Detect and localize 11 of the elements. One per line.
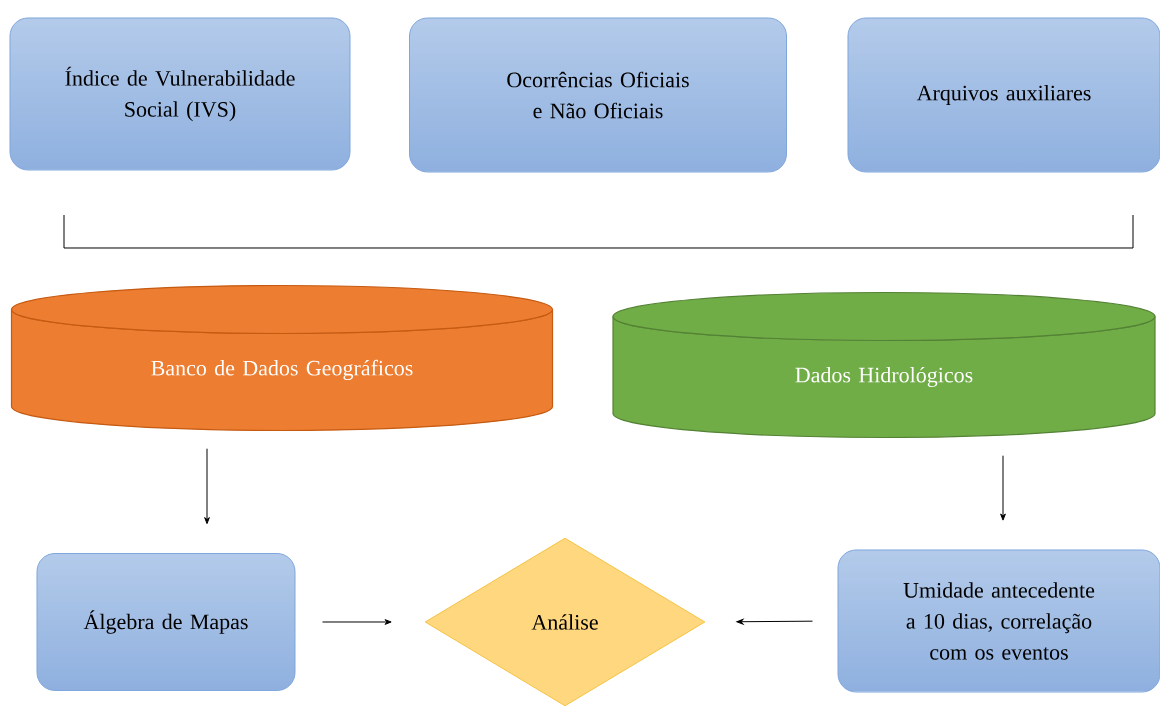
database-cylinder: Dados Hidrológicos: [612, 291, 1156, 439]
arrow: [204, 448, 210, 525]
process-box: Índice de Vulnerabilidade Social (IVS): [9, 17, 351, 171]
process-box: Ocorrências Oficiais e Não Oficiais: [409, 17, 787, 173]
arrow: [736, 618, 813, 625]
database-cylinder: Banco de Dados Geográficos: [10, 284, 554, 432]
arrow: [322, 619, 392, 625]
arrow: [1000, 455, 1006, 521]
process-box: Álgebra de Mapas: [36, 553, 296, 691]
process-box: Arquivos auxiliares: [847, 17, 1160, 173]
process-box: Umidade antecedente a 10 dias, correlação com os eventos: [837, 549, 1160, 693]
